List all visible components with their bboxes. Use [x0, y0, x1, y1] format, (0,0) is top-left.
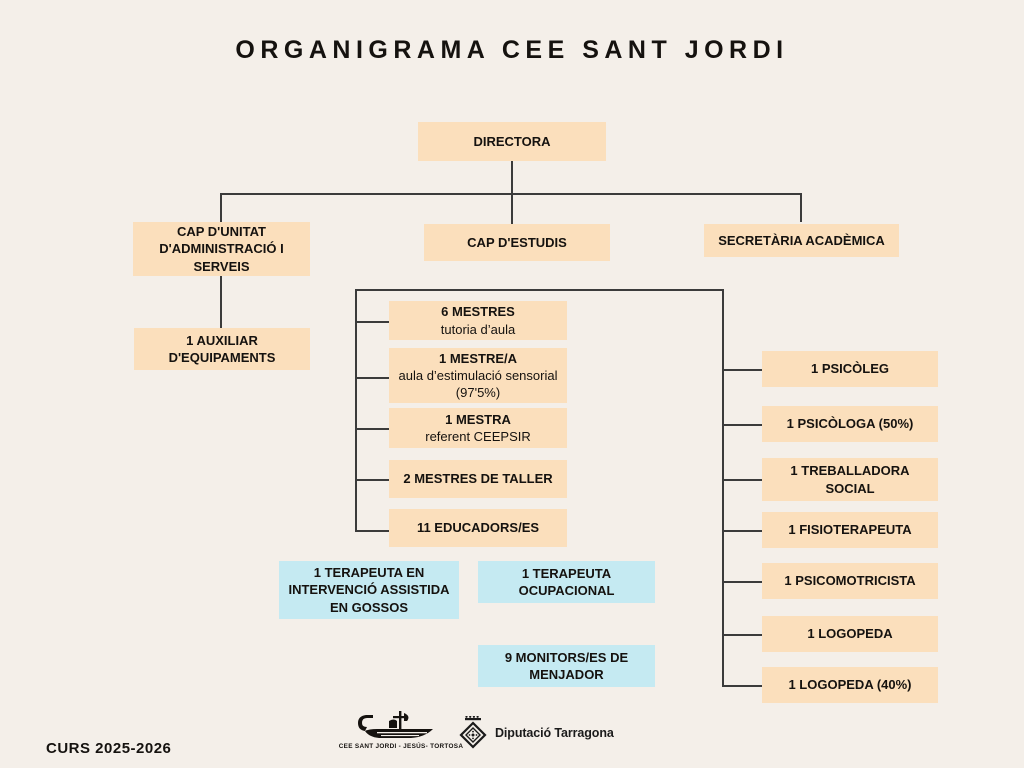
connector-stub-support-4	[722, 530, 762, 532]
node-label: 1 TREBALLADORA SOCIAL	[790, 463, 910, 496]
connector-bracket-top	[355, 289, 724, 291]
node-teaching-2[interactable]: 1 MESTRE/A aula d’estimulació sensorial …	[389, 348, 567, 403]
node-label: CAP D'ESTUDIS	[467, 234, 567, 250]
connector-drop-cap-estudis	[511, 193, 513, 224]
connector-stub-teaching-2	[355, 377, 389, 379]
connector-cap-unitat-auxiliar	[220, 276, 222, 328]
connector-stub-support-3	[722, 479, 762, 481]
connector-director-down	[511, 160, 513, 194]
connector-stub-support-7	[722, 685, 762, 687]
node-external-1[interactable]: 1 TERAPEUTA EN INTERVENCIÓ ASSISTIDA EN …	[279, 561, 459, 619]
node-support-4[interactable]: 1 FISIOTERAPEUTA	[762, 512, 938, 548]
connector-stub-teaching-5	[355, 530, 389, 532]
page-title: ORGANIGRAMA CEE SANT JORDI	[235, 36, 789, 64]
boat-icon	[358, 711, 433, 738]
node-title: 6 MESTRES	[441, 304, 515, 320]
node-label: 1 FISIOTERAPEUTA	[788, 522, 912, 538]
node-label: 1 PSICOMOTRICISTA	[784, 573, 916, 589]
node-support-7[interactable]: 1 LOGOPEDA (40%)	[762, 667, 938, 703]
diputacio-logo: Diputació Tarragona	[458, 714, 614, 752]
node-teaching-4[interactable]: 2 MESTRES DE TALLER	[389, 460, 567, 498]
diputacio-label: Diputació Tarragona	[495, 726, 614, 740]
connector-drop-cap-unitat	[220, 193, 222, 222]
connector-bracket-right-trunk	[722, 289, 724, 686]
node-label: 1 TERAPEUTA OCUPACIONAL	[518, 565, 615, 598]
node-teaching-5[interactable]: 11 EDUCADORS/ES	[389, 509, 567, 547]
school-logo-caption: CEE SANT JORDI - JESÚS- TORTOSA	[338, 743, 464, 750]
node-label: 1 LOGOPEDA	[807, 626, 893, 642]
node-support-5[interactable]: 1 PSICOMOTRICISTA	[762, 563, 938, 599]
node-cap-unitat[interactable]: CAP D'UNITAT D'ADMINISTRACIÓ I SERVEIS	[133, 222, 310, 276]
node-support-2[interactable]: 1 PSICÒLOGA (50%)	[762, 406, 938, 442]
node-label: DIRECTORA	[473, 133, 551, 149]
node-label: 9 MONITORS/ES DE MENJADOR	[504, 649, 629, 682]
node-label: 1 TERAPEUTA EN INTERVENCIÓ ASSISTIDA EN …	[288, 565, 450, 615]
node-subtitle: referent CEEPSIR	[425, 429, 531, 444]
connector-stub-teaching-1	[355, 321, 389, 323]
node-external-3[interactable]: 9 MONITORS/ES DE MENJADOR	[478, 645, 655, 687]
node-title: 11 EDUCADORS/ES	[416, 520, 540, 536]
node-label: 1 PSICÒLEG	[810, 361, 890, 377]
node-external-2[interactable]: 1 TERAPEUTA OCUPACIONAL	[478, 561, 655, 603]
node-support-1[interactable]: 1 PSICÒLEG	[762, 351, 938, 387]
node-teaching-3[interactable]: 1 MESTRA referent CEEPSIR	[389, 408, 567, 448]
node-auxiliar-equipaments[interactable]: 1 AUXILIAR D'EQUIPAMENTS	[134, 328, 310, 370]
school-logo: CEE SANT JORDI - JESÚS- TORTOSA	[338, 708, 464, 758]
connector-stub-teaching-4	[355, 479, 389, 481]
connector-stub-support-5	[722, 581, 762, 583]
connector-bracket-left-trunk	[355, 289, 357, 531]
node-title: 1 MESTRE/A	[438, 350, 517, 366]
node-secretaria-academica[interactable]: SECRETÀRIA ACADÈMICA	[704, 224, 899, 257]
connector-stub-support-1	[722, 369, 762, 371]
node-cap-estudis[interactable]: CAP D'ESTUDIS	[424, 224, 610, 261]
connector-stub-support-6	[722, 634, 762, 636]
node-label: 1 PSICÒLOGA (50%)	[786, 416, 914, 432]
node-directora[interactable]: DIRECTORA	[418, 122, 606, 161]
diamond-crown-icon	[459, 716, 487, 749]
node-support-3[interactable]: 1 TREBALLADORA SOCIAL	[762, 458, 938, 501]
connector-stub-teaching-3	[355, 428, 389, 430]
node-label: SECRETÀRIA ACADÈMICA	[718, 232, 885, 248]
node-title: 1 MESTRA	[445, 411, 511, 427]
node-subtitle: tutoria d’aula	[440, 321, 516, 337]
node-subtitle: aula d’estimulació sensorial (97'5%)	[398, 367, 558, 401]
node-label: 1 LOGOPEDA (40%)	[788, 677, 912, 693]
node-label: 1 AUXILIAR D'EQUIPAMENTS	[168, 332, 276, 365]
connector-bus-row2	[220, 193, 801, 195]
node-title: 2 MESTRES DE TALLER	[403, 471, 553, 487]
node-teaching-1[interactable]: 6 MESTRES tutoria d’aula	[389, 301, 567, 340]
school-year-label: CURS 2025-2026	[46, 740, 172, 757]
connector-drop-secretaria	[800, 193, 802, 222]
connector-stub-support-2	[722, 424, 762, 426]
node-label: CAP D'UNITAT D'ADMINISTRACIÓ I SERVEIS	[159, 224, 284, 274]
node-support-6[interactable]: 1 LOGOPEDA	[762, 616, 938, 652]
